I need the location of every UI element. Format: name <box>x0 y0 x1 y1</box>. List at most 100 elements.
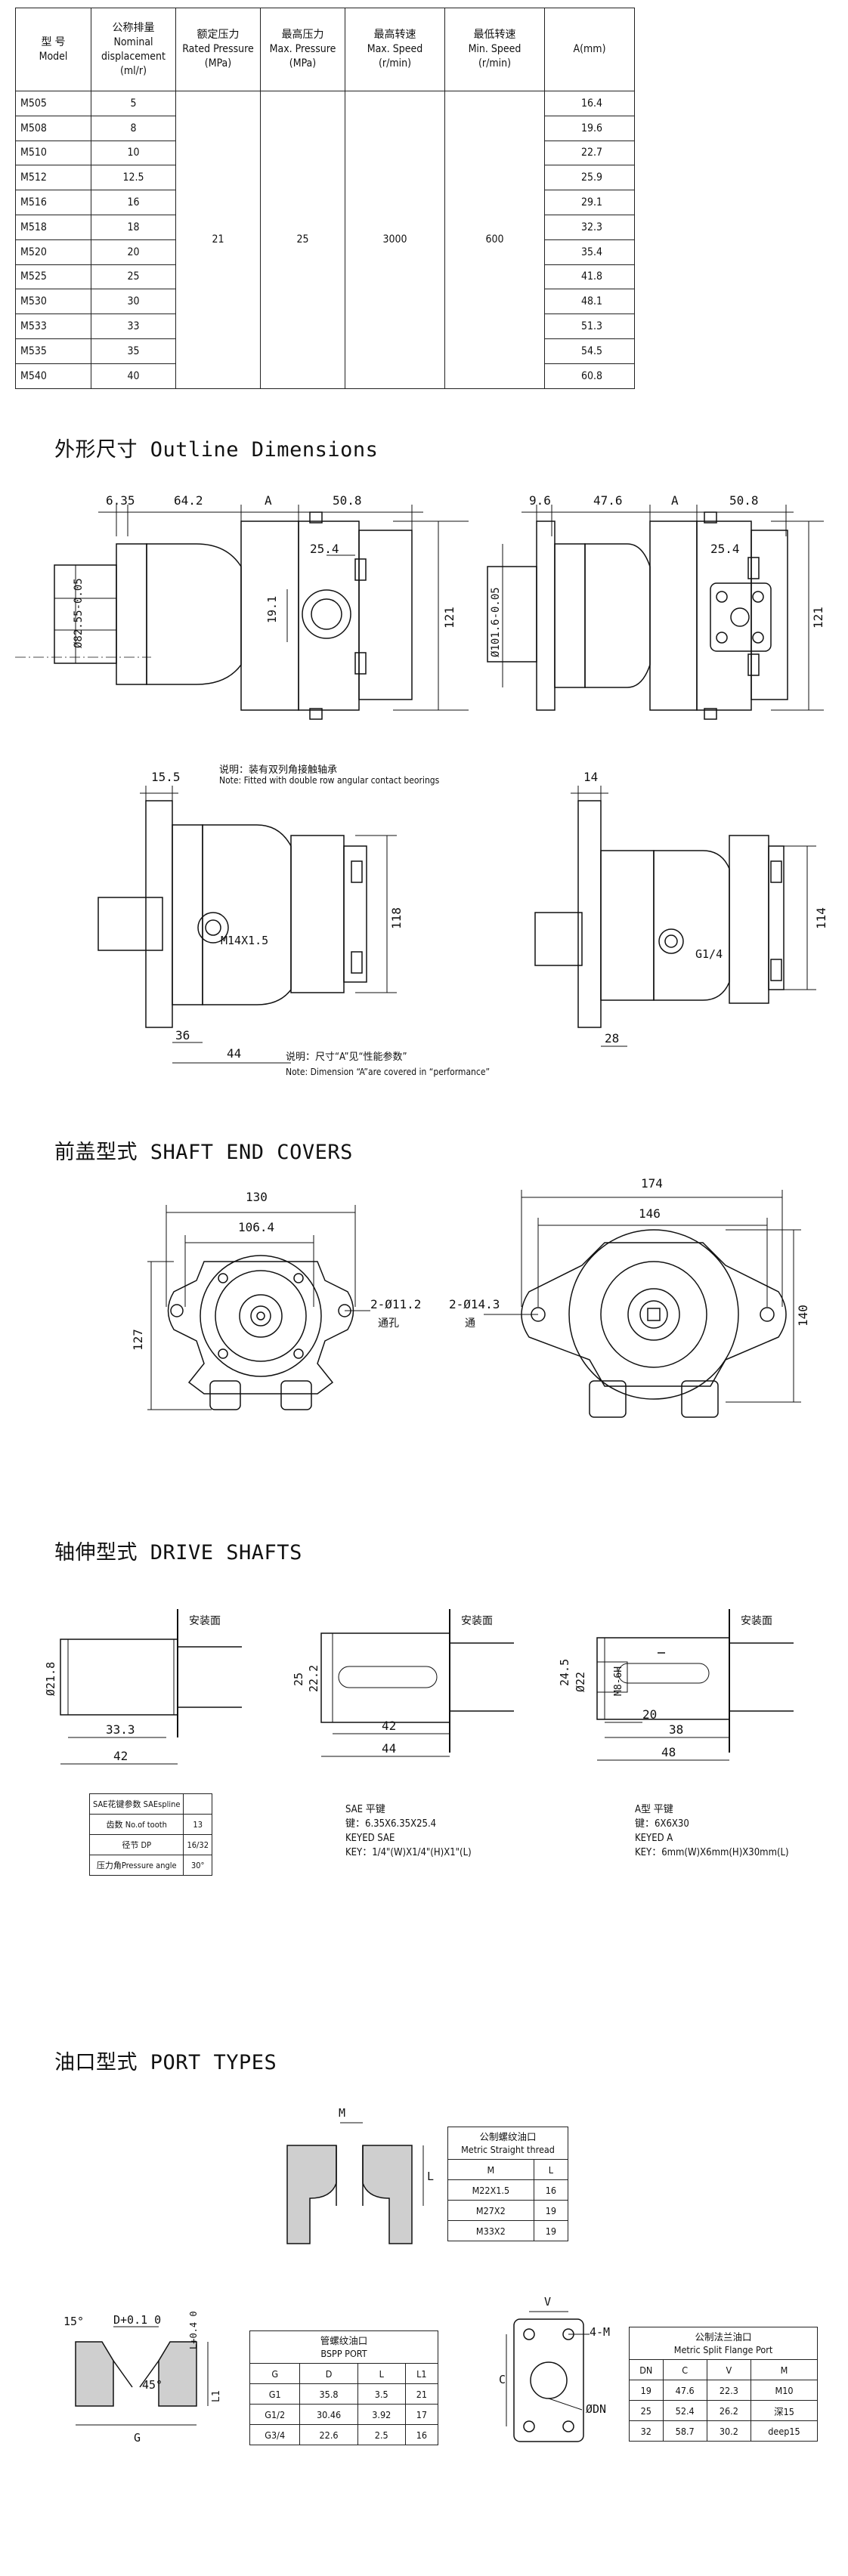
outline-drawings: 6.35 64.2 A 50.8 25.4 19.1 121 Ø82.55-0.… <box>15 493 828 1064</box>
displacement-cell: 5 <box>91 91 176 116</box>
displacement-cell: 33 <box>91 314 176 339</box>
key-note-line: KEYED A <box>635 1833 673 1844</box>
displacement-cell: 35 <box>91 338 176 364</box>
dim-text: 106.4 <box>238 1220 274 1234</box>
table-cell: M10 <box>751 2380 818 2401</box>
dim-text: 2-Ø14.3 <box>449 1297 500 1311</box>
caption-cn: 管螺纹油口 <box>320 2335 368 2346</box>
a-cell: 16.4 <box>544 91 635 116</box>
table-head-cell: DN <box>629 2359 664 2380</box>
a-cell: 22.7 <box>544 140 635 166</box>
dim-text: 36 <box>175 1028 190 1042</box>
dim-text: 114 <box>814 907 828 929</box>
dim-text: 通 <box>465 1317 475 1330</box>
dim-text: 130 <box>246 1190 268 1204</box>
dim-text: 118 <box>389 907 404 929</box>
model-cell: M535 <box>15 338 91 364</box>
a-cell: 51.3 <box>544 314 635 339</box>
covers-title: 前盖型式 SHAFT END COVERS <box>54 1141 353 1164</box>
dim-text: G <box>134 2431 141 2445</box>
shaft-drawing-2: 安装面 25 22.2 42 44 <box>292 1609 514 1757</box>
hdr-en: Min. Speed <box>468 43 521 55</box>
hdr-cn: 额定压力 <box>197 29 240 41</box>
cover-drawings: 130 106.4 127 2-Ø11.2 通孔 174 146 140 2-Ø… <box>131 1178 810 1418</box>
dim-text: 127 <box>131 1329 145 1351</box>
outline-drawing-1: 6.35 64.2 A 50.8 25.4 19.1 121 Ø82.55-0.… <box>15 493 469 720</box>
dim-text: 33.3 <box>106 1722 135 1737</box>
a-cell: 41.8 <box>544 264 635 290</box>
dim-text: 25.4 <box>310 542 339 556</box>
shared-rated-cell: 21 <box>175 91 261 389</box>
dim-text: 14 <box>583 770 598 784</box>
a-cell: 35.4 <box>544 239 635 265</box>
table-cell: G1/2 <box>249 2404 301 2425</box>
table-row: SAE花键参数 SAEspline <box>88 1793 212 1815</box>
dim-text: L1 <box>211 2390 222 2402</box>
dim-text: Ø21.8 <box>44 1662 57 1696</box>
table-cell <box>183 1793 212 1815</box>
table-cell: 21 <box>404 2383 439 2405</box>
hdr-en: A(mm) <box>573 43 606 55</box>
shafts-title: 轴伸型式 DRIVE SHAFTS <box>54 1541 302 1564</box>
table-head-cell: M <box>751 2359 818 2380</box>
dim-text: 45° <box>142 2378 162 2392</box>
a-cell: 54.5 <box>544 338 635 364</box>
table-cell: 52.4 <box>662 2400 707 2421</box>
model-cell: M533 <box>15 314 91 339</box>
a-cell: 19.6 <box>544 115 635 141</box>
table-cell: deep15 <box>751 2420 818 2442</box>
shared-max_p-cell: 25 <box>260 91 345 389</box>
dim-text: 121 <box>442 607 456 629</box>
note-bearings-en: Note: Fitted with double row angular con… <box>219 775 440 786</box>
a-cell: 29.1 <box>544 190 635 215</box>
table-cell: 2.5 <box>357 2424 406 2445</box>
hdr-en: Model <box>39 50 68 63</box>
note-dimension-cn: 说明：尺寸“A”见“性能参数” <box>286 1052 407 1063</box>
hdr-en: Nominal displacement <box>101 36 166 63</box>
outline-drawing-2: 9.6 47.6 A 50.8 25.4 121 Ø101.6-0.05 <box>487 493 825 720</box>
model-cell: M540 <box>15 363 91 389</box>
table-cell: 47.6 <box>662 2380 707 2401</box>
dim-text: 50.8 <box>729 493 759 508</box>
dim-text: 2-Ø11.2 <box>370 1297 421 1311</box>
dim-text: A <box>671 493 679 508</box>
table-cell: 25 <box>629 2400 664 2421</box>
dim-text: Ø22 <box>574 1672 587 1692</box>
mount-label: 安装面 <box>461 1615 493 1627</box>
col-a: A(mm) <box>544 8 635 91</box>
table-cell: G3/4 <box>249 2424 301 2445</box>
hdr-cn: 最低转速 <box>473 29 516 41</box>
dim-text: 50.8 <box>333 493 362 508</box>
a-cell: 25.9 <box>544 165 635 191</box>
mount-label: 安装面 <box>741 1615 772 1627</box>
table-cell: 齿数 No.of tooth <box>88 1814 184 1835</box>
table-head-cell: G <box>249 2363 301 2384</box>
dim-text: 20 <box>642 1707 657 1722</box>
model-cell: M525 <box>15 264 91 290</box>
dim-text: 15.5 <box>151 770 181 784</box>
dim-text: 140 <box>796 1305 810 1327</box>
table-cell: 19 <box>533 2220 569 2241</box>
port-flange-drawing: V C 4-M ØDN <box>499 2295 610 2442</box>
table-cell: 16/32 <box>183 1834 212 1855</box>
table-head-cell: L1 <box>404 2363 439 2384</box>
